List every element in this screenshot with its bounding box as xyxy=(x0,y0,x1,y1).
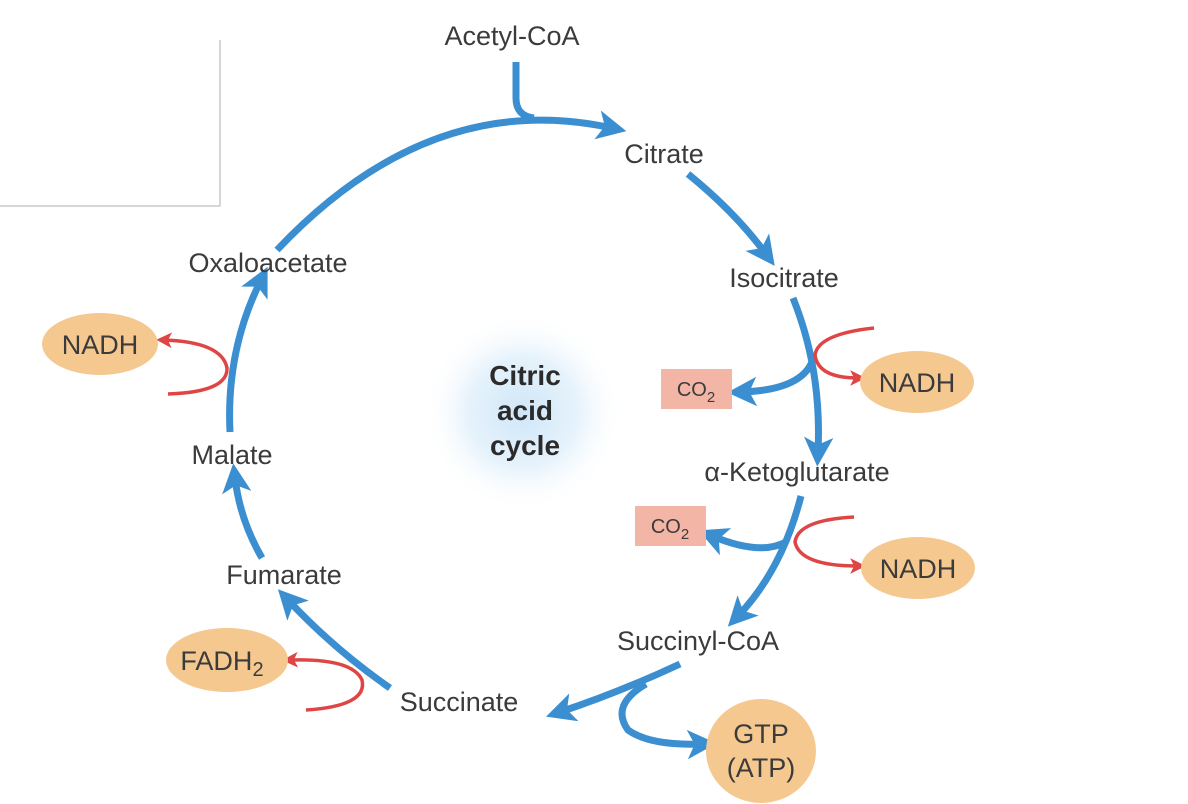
center-label: Citric acid cycle xyxy=(489,360,561,461)
acetyl-coa-entry-arrow xyxy=(512,62,535,122)
label-malate: Malate xyxy=(191,440,272,470)
label-alpha-ketoglutarate: α-Ketoglutarate xyxy=(704,457,889,487)
arrow-ketoglutarate-to-succinyl-coa xyxy=(727,495,805,627)
arrow-succinyl-coa-to-succinate xyxy=(546,660,682,722)
arrow-malate-to-oxaloacetate xyxy=(226,266,268,433)
svg-text:Citric: Citric xyxy=(489,360,561,391)
label-fumarate: Fumarate xyxy=(226,560,342,590)
nadh-badge-ketoglutarate: NADH xyxy=(861,537,975,599)
label-succinyl-coa: Succinyl-CoA xyxy=(617,626,779,656)
arrow-oxaloacetate-to-citrate xyxy=(274,110,627,253)
svg-text:CO2: CO2 xyxy=(651,516,689,543)
arrow-ketoglutarate-co2-release xyxy=(698,528,788,556)
svg-text:acid: acid xyxy=(497,395,553,426)
arrow-gtp-formation xyxy=(618,680,717,760)
fadh2-badge: FADH2 xyxy=(166,628,288,692)
nad-arrow-ketoglutarate xyxy=(793,515,866,574)
arrow-succinate-to-fumarate xyxy=(277,589,392,691)
svg-text:NADH: NADH xyxy=(880,554,957,584)
label-acetyl-coa: Acetyl-CoA xyxy=(444,21,579,51)
svg-text:CO2: CO2 xyxy=(677,379,715,406)
nadh-badge-malate: NADH xyxy=(42,313,158,375)
corner-panel xyxy=(0,40,221,207)
fad-arrow-succinate xyxy=(282,651,365,712)
co2-box-isocitrate: CO2 xyxy=(661,369,732,409)
arrow-fumarate-to-malate xyxy=(222,463,266,560)
nad-arrow-isocitrate xyxy=(813,326,875,386)
svg-text:NADH: NADH xyxy=(62,330,139,360)
arrow-citrate-to-isocitrate xyxy=(685,171,775,266)
label-succinate: Succinate xyxy=(400,687,519,717)
svg-text:NADH: NADH xyxy=(879,368,956,398)
label-citrate: Citrate xyxy=(624,139,704,169)
svg-text:GTP: GTP xyxy=(733,719,789,749)
arrow-isocitrate-to-ketoglutarate xyxy=(789,296,834,467)
center-glow xyxy=(423,312,623,512)
gtp-badge: GTP (ATP) xyxy=(706,699,816,803)
label-oxaloacetate: Oxaloacetate xyxy=(188,248,347,278)
arrow-isocitrate-co2-release xyxy=(727,360,816,407)
nad-arrow-malate xyxy=(156,332,229,396)
svg-text:cycle: cycle xyxy=(490,430,560,461)
svg-text:FADH2: FADH2 xyxy=(180,646,263,681)
nadh-badge-isocitrate: NADH xyxy=(860,351,974,413)
co2-box-ketoglutarate: CO2 xyxy=(635,506,706,546)
label-isocitrate: Isocitrate xyxy=(729,263,839,293)
svg-text:(ATP): (ATP) xyxy=(727,753,796,783)
